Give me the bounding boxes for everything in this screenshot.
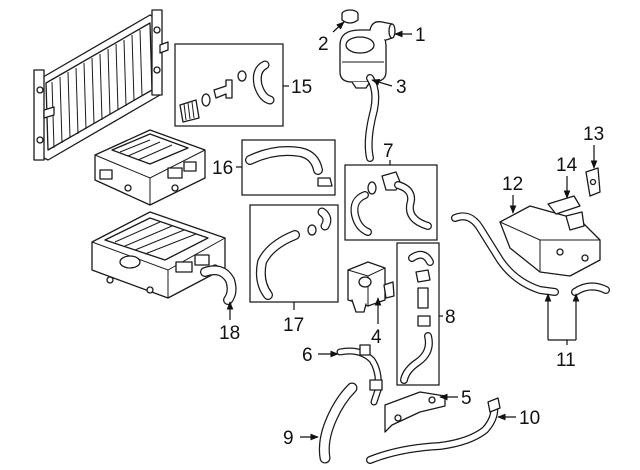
box-part-8 <box>396 242 440 386</box>
box-part-15 <box>174 43 284 127</box>
callout-9: 9 <box>283 428 294 449</box>
callout-7: 7 <box>383 141 394 162</box>
callout-11: 11 <box>556 350 576 371</box>
callout-8: 8 <box>445 307 456 328</box>
callout-3: 3 <box>396 77 407 98</box>
hose-16 <box>245 146 333 187</box>
hose-17 <box>255 207 332 300</box>
bracket-14 <box>547 195 585 231</box>
callout-4: 4 <box>371 327 382 348</box>
callout-10: 10 <box>519 408 540 429</box>
callout-5: 5 <box>461 388 472 409</box>
bracket-5 <box>384 391 446 433</box>
callout-labels: 1 2 3 4 5 6 7 8 9 10 11 12 13 14 15 16 1… <box>212 25 604 449</box>
pipe-11 <box>451 212 610 296</box>
radiator <box>33 9 169 161</box>
callout-13: 13 <box>583 124 604 145</box>
callout-2: 2 <box>318 34 329 55</box>
hose-10 <box>366 397 501 464</box>
inverter-module <box>94 129 206 206</box>
callout-1: 1 <box>415 25 426 46</box>
reservoir-hose <box>364 74 380 162</box>
coolant-pump <box>347 261 395 313</box>
drive-unit <box>91 211 226 299</box>
hose-set-7 <box>350 171 432 236</box>
callout-12: 12 <box>502 174 523 195</box>
leader-lines <box>226 21 598 441</box>
shield-12 <box>499 205 601 277</box>
hose-9 <box>318 382 358 464</box>
hose-kit-parts <box>179 60 275 123</box>
callout-6: 6 <box>302 345 313 366</box>
bracket-13 <box>585 167 601 197</box>
callout-16: 16 <box>212 158 233 179</box>
reservoir-cap <box>341 9 359 24</box>
callout-15: 15 <box>291 77 312 98</box>
box-part-7 <box>344 164 438 241</box>
callout-17: 17 <box>283 315 304 336</box>
coolant-reservoir <box>339 21 396 89</box>
hose-18 <box>200 265 237 305</box>
callout-14: 14 <box>556 155 578 176</box>
hose-set-8 <box>400 250 434 384</box>
callout-18: 18 <box>219 323 240 344</box>
hose-bracket-6 <box>336 344 383 406</box>
